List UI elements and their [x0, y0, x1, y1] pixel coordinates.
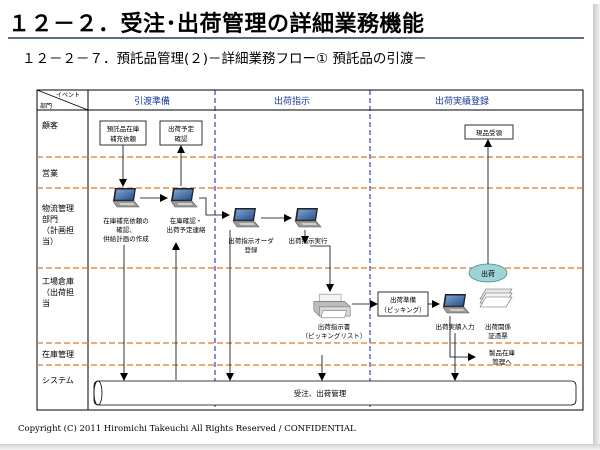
document-label-related: 証憑票	[488, 331, 508, 340]
lane-label-logistics: 当）	[42, 236, 58, 246]
flow-arrows	[119, 139, 492, 381]
slide-shadow	[593, 4, 600, 450]
task-label-order-entry: 登録	[245, 245, 259, 254]
system-label: 受注、出荷管理	[294, 388, 347, 398]
svg-text:預託品在庫: 預託品在庫	[107, 124, 140, 133]
task-label-supply-plan: 確認、	[116, 225, 136, 234]
header-department-label: 部門	[40, 102, 52, 110]
phase-header-instruction: 出荷指示	[274, 95, 310, 107]
lane-label-sales: 営業	[42, 168, 58, 178]
header-diagonal	[36, 89, 89, 111]
system-database: 受注、出荷管理	[93, 380, 577, 406]
lane-label-warehouse: （出荷担	[42, 287, 74, 297]
svg-text:確認: 確認	[175, 134, 189, 143]
page-subtitle: １２－２－７．預託品管理(２)－詳細業務フロー① 預託品の引渡－	[22, 51, 427, 67]
lane-label-warehouse: 工場倉庫	[42, 276, 74, 286]
slide-shadow	[0, 444, 600, 450]
lane-label-logistics: （計画担	[42, 225, 74, 235]
phase-header-results: 出荷実績登録	[435, 95, 489, 107]
task-label-order-entry: 出荷指示オーダ	[228, 236, 274, 245]
lane-label-system: システム	[42, 376, 74, 385]
document-label-instruction: 出荷指示書	[318, 322, 351, 331]
svg-text:出荷予定: 出荷予定	[168, 124, 195, 133]
header-event-label: イベント	[56, 92, 80, 99]
task-label-supply-plan: 在庫補充依頼の	[103, 216, 149, 225]
box-schedule-confirm: 出荷予定 確認	[159, 120, 203, 146]
lane-label-logistics: 部門	[42, 214, 58, 224]
svg-text:（ピッキング）: （ピッキング）	[380, 305, 425, 314]
task-label-supply-plan: 供給計画の作成	[103, 234, 149, 243]
lane-label-inventory: 在庫管理	[42, 349, 74, 359]
stock-reflect-label: 製品在庫	[489, 348, 516, 357]
lane-label-warehouse: 当	[42, 298, 50, 308]
lane-label-logistics: 物流管理	[42, 203, 74, 213]
box-goods-receipt: 現品受領	[464, 124, 514, 140]
svg-text:出荷: 出荷	[481, 269, 495, 278]
svg-text:補充依頼: 補充依頼	[110, 134, 137, 143]
title-rule	[8, 37, 584, 39]
page-title: １２－２．受注･出荷管理の詳細業務機能	[8, 12, 425, 37]
box-stock-request: 預託品在庫 補充依頼	[99, 120, 147, 146]
lane-label-customer: 顧客	[42, 120, 58, 130]
shipment-node: 出荷	[468, 263, 508, 283]
document-label-related: 出荷関係	[485, 322, 512, 331]
svg-text:出荷準備: 出荷準備	[390, 295, 417, 304]
svg-text:現品受領: 現品受領	[476, 128, 503, 137]
task-label-schedule: 出荷予定連絡	[167, 225, 207, 234]
box-picking: 出荷準備 （ピッキング）	[377, 291, 429, 317]
stock-reflect-label: 管理へ	[492, 357, 512, 366]
task-label-results: 出荷実績入力	[436, 322, 475, 331]
document-label-instruction: （ピッキングリスト）	[302, 331, 367, 340]
phase-header-preparation: 引渡準備	[134, 95, 170, 107]
document-stack-icon	[479, 288, 513, 308]
copyright-notice: Copyright (C) 2011 Hiromichi Takeuchi Al…	[18, 424, 356, 434]
task-label-execute: 出荷指示実行	[289, 236, 329, 245]
task-label-schedule: 在庫確認・	[170, 216, 203, 225]
